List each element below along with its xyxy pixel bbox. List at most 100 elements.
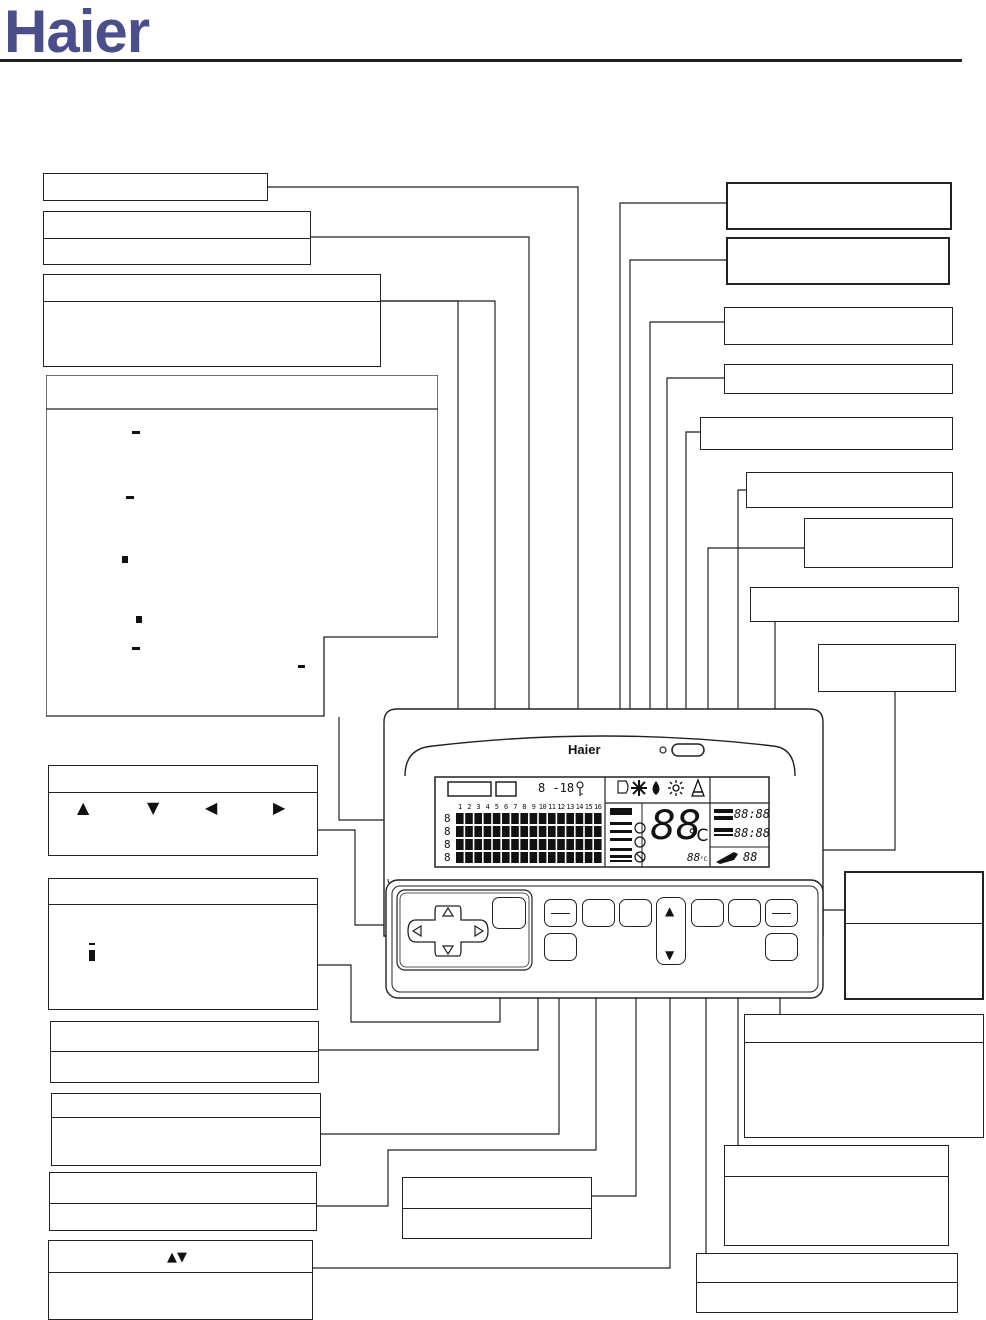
code-display: 88: [743, 850, 758, 864]
panel-logo: Haier: [568, 742, 601, 757]
leader: [737, 489, 746, 800]
callout-divider: [725, 1176, 948, 1177]
matrix-cell: [465, 839, 473, 850]
filter-icon: [617, 780, 629, 794]
matrix-cell: [538, 852, 547, 863]
set-button[interactable]: [492, 897, 526, 929]
up-arrow-icon: [441, 906, 455, 917]
callout-right-6: [746, 472, 953, 508]
column-number: 16: [594, 803, 602, 811]
clock-bars: [714, 809, 733, 836]
matrix-cell: [548, 839, 556, 850]
down-triangle-icon: ▼: [147, 798, 160, 817]
key-button-1[interactable]: [544, 899, 577, 927]
matrix-cell: [474, 813, 482, 824]
callout-top-left-1: [43, 173, 268, 201]
segment-mark: [126, 496, 134, 499]
digit-4: 8: [444, 851, 451, 864]
direction-pad[interactable]: [406, 903, 490, 959]
left-arrow-icon: [411, 924, 422, 938]
matrix-cell: [474, 852, 482, 863]
matrix-cell: [483, 839, 492, 850]
main-temperature: 88: [650, 803, 701, 849]
temp-rocker[interactable]: ▲ ▼: [656, 897, 686, 965]
column-number: 6: [504, 803, 508, 811]
callout-divider: [745, 1042, 983, 1043]
digit-3: 8: [444, 838, 451, 851]
matrix-cell: [557, 852, 565, 863]
callout-right-7: [804, 518, 953, 568]
drop-icon: [652, 781, 660, 795]
key-icon: [576, 781, 584, 796]
callout-divider: [51, 1051, 318, 1052]
header-rule: [0, 59, 962, 62]
callout-divider: [49, 792, 317, 793]
bar-graph: [610, 808, 632, 862]
matrix-cell: [529, 852, 538, 863]
callout-top-left-2: [43, 211, 311, 265]
matrix-cell: [575, 813, 584, 824]
column-number: 14: [575, 803, 584, 811]
callout-key-c: [49, 1172, 317, 1231]
callout-divider: [52, 1117, 320, 1118]
callout-divider: [846, 923, 982, 924]
leader: [619, 202, 726, 800]
leader: [629, 259, 726, 800]
matrix-cell: [584, 826, 593, 837]
callout-divider: [49, 1272, 312, 1273]
callout-right-3: [724, 307, 953, 345]
leader: [321, 960, 560, 1135]
matrix-cell: [557, 826, 565, 837]
key-button-4[interactable]: [691, 899, 724, 927]
column-number: 8: [522, 803, 527, 811]
matrix-cell: [594, 839, 602, 850]
matrix-cell: [465, 813, 473, 824]
callout-divider: [403, 1208, 591, 1209]
matrix-cell: [538, 813, 547, 824]
key-button-3[interactable]: [619, 899, 652, 927]
matrix-cell: [584, 852, 593, 863]
key-button-2[interactable]: [582, 899, 615, 927]
block-mark: [136, 616, 142, 623]
key-button-6[interactable]: [765, 899, 798, 927]
temp-up-button[interactable]: ▲: [665, 904, 675, 918]
right-triangle-icon: ▶: [273, 798, 286, 817]
wrench-icon: [716, 852, 738, 864]
button-mark: [772, 913, 791, 915]
digit-1: 8: [444, 812, 451, 825]
column-number: 1: [458, 803, 462, 811]
matrix-cell: [529, 839, 538, 850]
column-number: 5: [494, 803, 499, 811]
matrix-cell: [520, 813, 528, 824]
key-button-lower-right[interactable]: [765, 933, 798, 961]
matrix-cell: [483, 813, 492, 824]
matrix-cell: [538, 839, 547, 850]
matrix-cell: [483, 852, 492, 863]
matrix-cell: [566, 813, 574, 824]
matrix-cell: [548, 852, 556, 863]
leader: [592, 930, 637, 1197]
matrix-cell: [529, 826, 538, 837]
key-button-5[interactable]: [728, 899, 761, 927]
leader: [318, 829, 404, 926]
matrix-cell: [594, 826, 602, 837]
range-label: 8 -18: [538, 781, 575, 795]
matrix-cell: [520, 852, 528, 863]
matrix-cell: [511, 813, 519, 824]
callout-top-left-3: [43, 274, 381, 367]
matrix-cell: [456, 852, 464, 863]
callout-right-key-2: [744, 1014, 984, 1138]
right-arrow-icon: [474, 924, 485, 938]
fan-icon: [634, 822, 646, 863]
matrix-cell: [584, 839, 593, 850]
segment-mark: [132, 647, 140, 650]
column-number: 9: [531, 803, 536, 811]
callout-right-key: [844, 871, 984, 1000]
small-temperature-unit: °C: [700, 856, 708, 863]
leader: [685, 431, 700, 800]
temp-down-button[interactable]: ▼: [665, 948, 675, 962]
key-button-lower-left[interactable]: [544, 933, 577, 961]
matrix-cell: [520, 826, 528, 837]
matrix-cell: [502, 852, 510, 863]
leader: [268, 186, 579, 798]
